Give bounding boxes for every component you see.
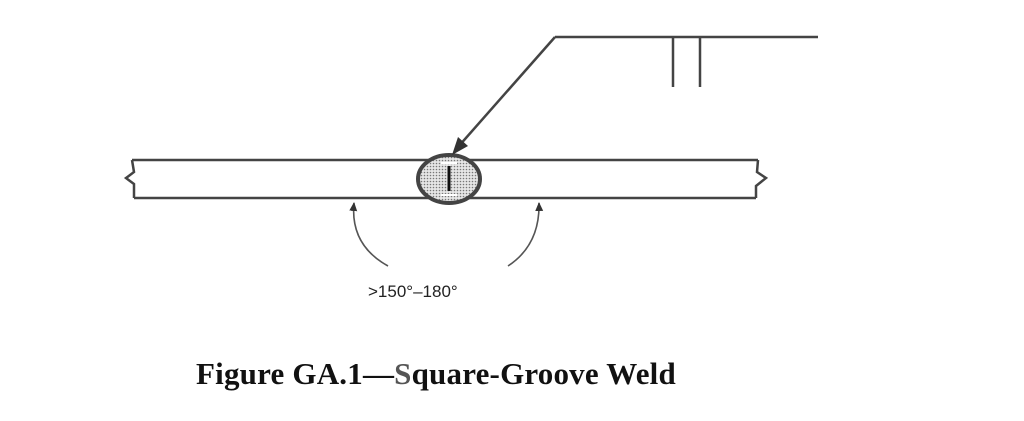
arrow-leader xyxy=(457,36,556,148)
caption-prefix: Figure GA.1— xyxy=(196,356,395,391)
caption-rest: quare-Groove Weld xyxy=(411,356,676,391)
arrowhead-icon xyxy=(452,137,468,155)
weld-bead xyxy=(416,153,482,205)
weld-symbol xyxy=(452,35,818,155)
caption-s: S xyxy=(394,356,412,391)
angle-label: >150°–180° xyxy=(368,282,458,301)
right-break-mark xyxy=(754,159,769,198)
figure-caption: Figure GA.1—Square-Groove Weld xyxy=(196,356,676,392)
left-break-mark xyxy=(123,159,136,198)
angle-arrows xyxy=(349,202,544,267)
